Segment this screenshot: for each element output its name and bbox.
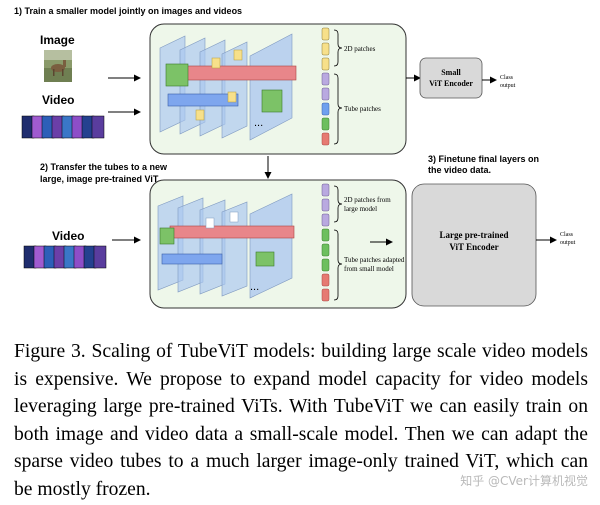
class-output-bottom-line1: Class [560,232,574,238]
watermark: 知乎 @CVer计算机视觉 [460,474,588,488]
video-frames-top [21,115,105,139]
step1-title: 1) Train a smaller model jointly on imag… [14,6,242,16]
class-output-top-line2: output [500,83,516,89]
brace-2d-top [333,29,343,67]
tokenizer-planes-top [159,33,297,141]
image-thumbnail [44,50,72,82]
step3-title-line1: 3) Finetune final layers on [428,154,539,164]
step3-title-line2: the video data. [428,165,491,175]
token-column-bottom [321,183,330,302]
image-label: Image [40,33,75,47]
small-encoder-line2: ViT Encoder [429,79,473,88]
tokenizer-planes-bottom [157,193,295,299]
video-frames-bottom [23,245,107,269]
step2-title-line2: large, image pre-trained ViT [40,174,159,184]
label-2d-large-line2: large model [344,205,377,213]
tubevit-diagram: 1) Train a smaller model jointly on imag… [14,6,576,309]
label-tube-adapted-line1: Tube patches adapted [344,256,405,264]
token-column-top [321,27,330,146]
class-output-bottom-line2: output [560,240,576,246]
small-vit-encoder [419,57,483,99]
video-label-top: Video [42,93,74,107]
brace-2d-bottom [333,185,343,223]
class-output-top-line1: Class [500,75,514,81]
small-encoder-line1: Small [441,68,461,77]
label-2d-large-line1: 2D patches from [344,196,391,204]
ellipsis-top: ... [254,117,263,129]
large-encoder-line2: ViT Encoder [449,242,498,252]
brace-tube-bottom [333,229,343,301]
figure-caption: Figure 3. Scaling of TubeViT models: bui… [14,341,588,500]
large-encoder-line1: Large pre-trained [439,230,508,240]
video-label-bottom: Video [52,229,84,243]
label-2d-patches: 2D patches [344,45,376,53]
large-vit-encoder [411,183,537,307]
step2-title-line1: 2) Transfer the tubes to a new [40,162,168,172]
brace-tube-top [333,73,343,145]
label-tube-patches: Tube patches [344,105,381,113]
label-tube-adapted-line2: from small model [344,265,394,273]
ellipsis-bottom: ... [250,281,259,293]
